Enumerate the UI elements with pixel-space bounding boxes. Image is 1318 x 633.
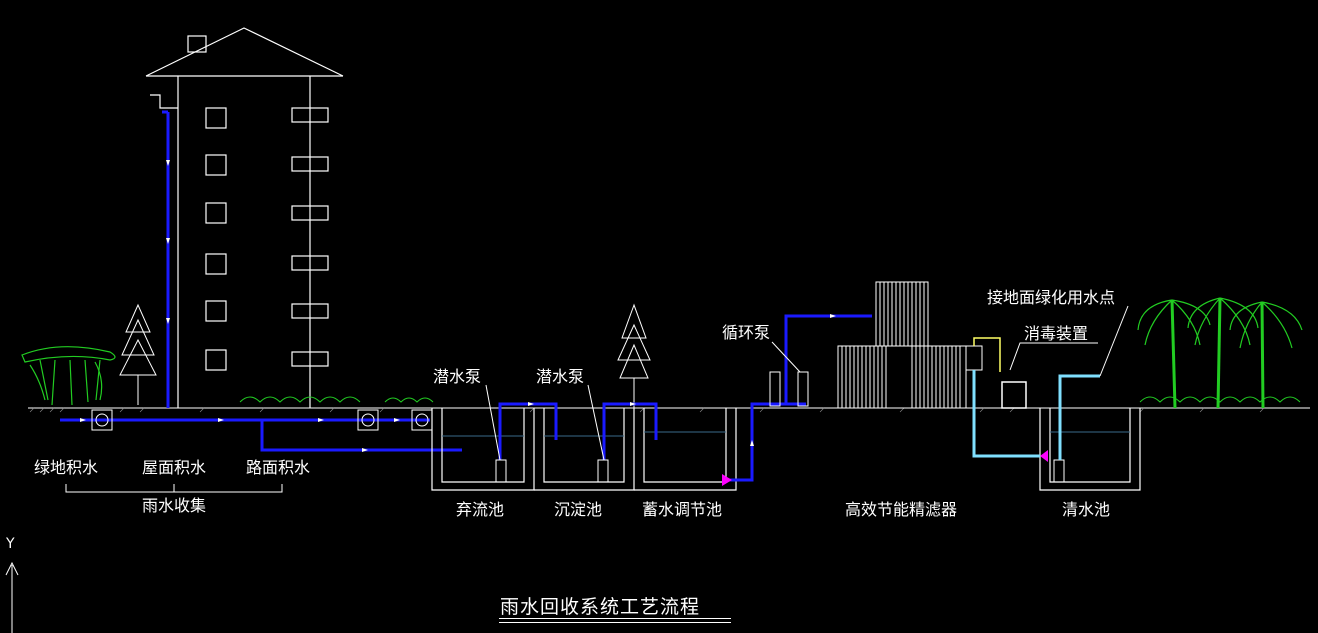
label-filter: 高效节能精滤器 (845, 500, 958, 519)
pump-symbols (495, 371, 1065, 483)
filter-unit (837, 281, 983, 409)
water-levels (442, 431, 1130, 437)
label-disinfect: 消毒装置 (1024, 324, 1089, 343)
valve-magenta-left (722, 474, 732, 486)
label-pump1: 潜水泵 (433, 367, 482, 386)
title-underline (499, 618, 731, 619)
label-roof-water: 屋面积水 (142, 458, 207, 477)
flow-arrows (80, 418, 400, 452)
disinfect-pipes (972, 337, 1100, 460)
ground-hatch (29, 407, 1265, 413)
valve-magenta-right (1040, 450, 1048, 462)
tree-left (21, 346, 116, 406)
roof-downpipe (162, 110, 170, 408)
label-rain-collect: 雨水收集 (142, 496, 207, 515)
diagram-title: 雨水回收系统工艺流程 (500, 596, 701, 618)
label-pool-discard: 弃流池 (456, 500, 505, 519)
label-pool-storage: 蓄水调节池 (642, 500, 723, 519)
leader-lines (485, 305, 1129, 461)
inspection-wells (91, 409, 433, 431)
shrubs (239, 396, 1301, 403)
collection-pipe (60, 418, 462, 452)
label-circ-pump: 循环泵 (722, 323, 771, 342)
y-axis-label: Y (6, 536, 15, 552)
collection-bracket (65, 484, 283, 493)
label-pool-settle: 沉淀池 (554, 500, 603, 519)
label-green-point: 接地面绿化用水点 (987, 288, 1116, 307)
tree-conifer-mid (617, 303, 651, 408)
pools (431, 408, 1141, 491)
y-axis-icon (5, 561, 19, 633)
label-green-water: 绿地积水 (34, 458, 99, 477)
title-underline-2 (499, 622, 731, 623)
palm-trees (1137, 297, 1303, 409)
transfer-arrows (528, 314, 836, 446)
label-clear-pool: 清水池 (1062, 500, 1111, 519)
transfer-pipes (498, 314, 872, 482)
building (145, 27, 344, 408)
label-road-water: 路面积水 (246, 458, 311, 477)
tree-conifer-left (119, 303, 157, 405)
label-pump2: 潜水泵 (536, 367, 585, 386)
